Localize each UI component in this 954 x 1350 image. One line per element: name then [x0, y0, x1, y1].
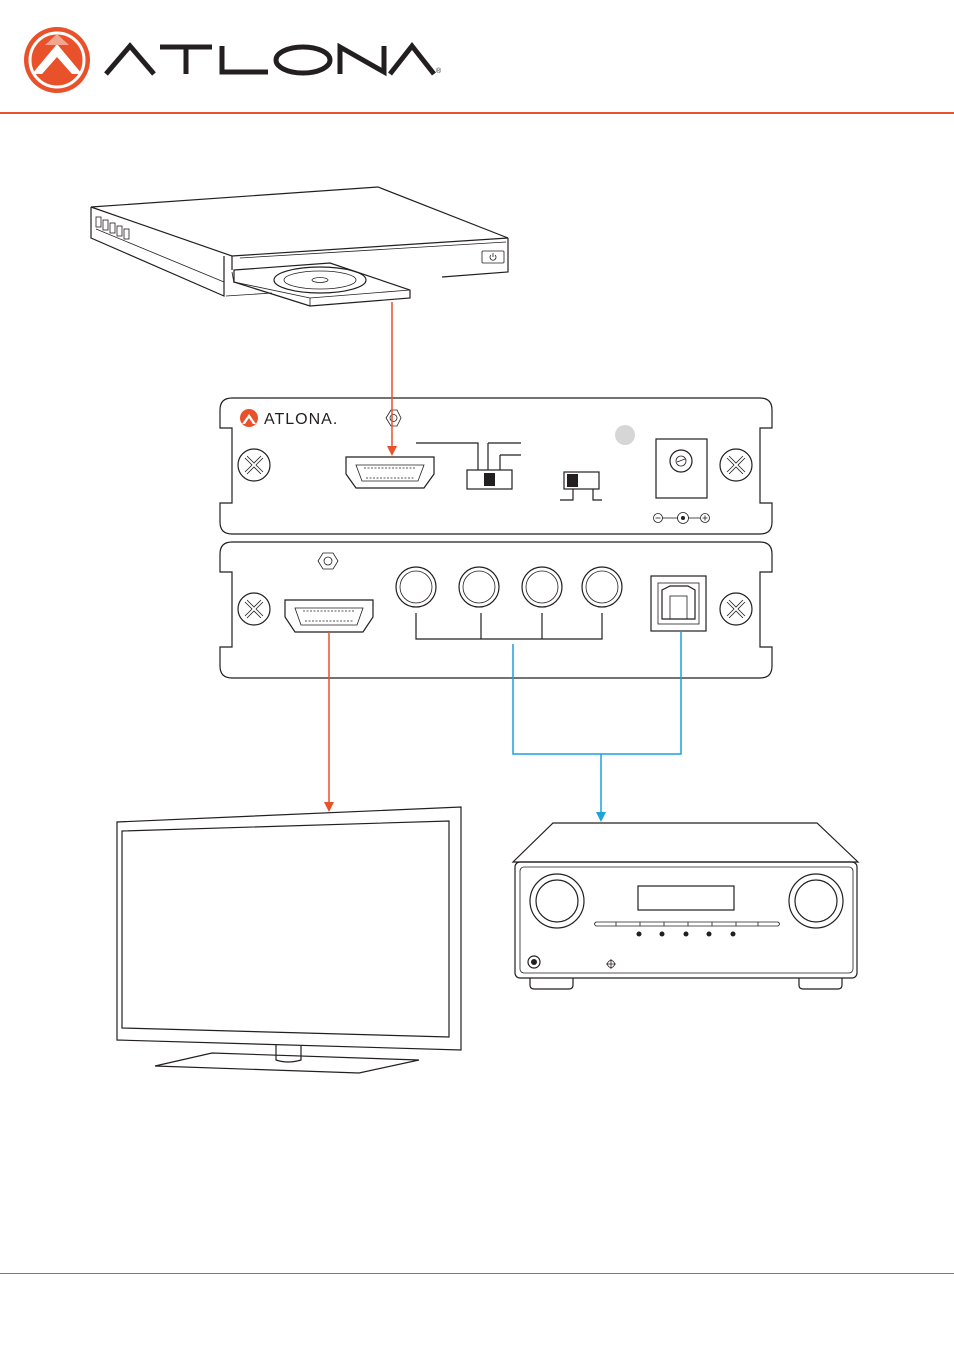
dc-power-port[interactable]: [656, 439, 707, 498]
disc-player: [91, 187, 508, 306]
screw-icon: [238, 593, 270, 625]
receiver-display: [638, 886, 734, 910]
hdmi-cable-extractor-to-tv: [324, 632, 334, 812]
selector-knob: [789, 874, 843, 928]
mode-slide-switch[interactable]: [560, 472, 602, 500]
power-led: [615, 425, 635, 445]
headphone-jack: [528, 956, 540, 968]
power-icon: [482, 251, 504, 263]
analog-audio-jacks[interactable]: [396, 567, 622, 639]
hdmi-output-port[interactable]: [285, 600, 373, 632]
audio-cable-extractor-to-receiver: [513, 631, 681, 822]
screw-icon: [720, 449, 752, 481]
atlona-wordmark: [106, 46, 434, 74]
tv-display: [117, 807, 461, 1073]
receiver-foot: [530, 978, 573, 989]
volume-knob: [530, 874, 584, 928]
status-led: [386, 410, 401, 426]
panel-logo-text: ATLONA.: [264, 411, 338, 428]
extractor-input-panel: ATLONA.: [220, 398, 772, 534]
mic-jack: [606, 959, 616, 969]
screw-icon: [238, 449, 270, 481]
registered-mark: ®: [436, 67, 442, 75]
hdmi-input-port[interactable]: [346, 457, 434, 488]
hdmi-cable-source-to-extractor: [387, 302, 397, 456]
disc-tray: [234, 263, 410, 306]
atlona-logo-mark-icon: [24, 27, 90, 93]
status-led: [318, 553, 338, 569]
optical-audio-port[interactable]: [651, 576, 706, 631]
receiver-foot: [799, 978, 842, 989]
screw-icon: [720, 593, 752, 625]
edid-dip-switch[interactable]: [416, 443, 521, 489]
extractor-output-panel: [220, 542, 772, 678]
av-receiver: [513, 823, 858, 989]
atlona-logo: ®: [24, 27, 442, 93]
dc-polarity-symbol: [654, 513, 710, 524]
receiver-buttons: [637, 932, 736, 937]
panel-atlona-logo: ATLONA.: [240, 409, 338, 428]
